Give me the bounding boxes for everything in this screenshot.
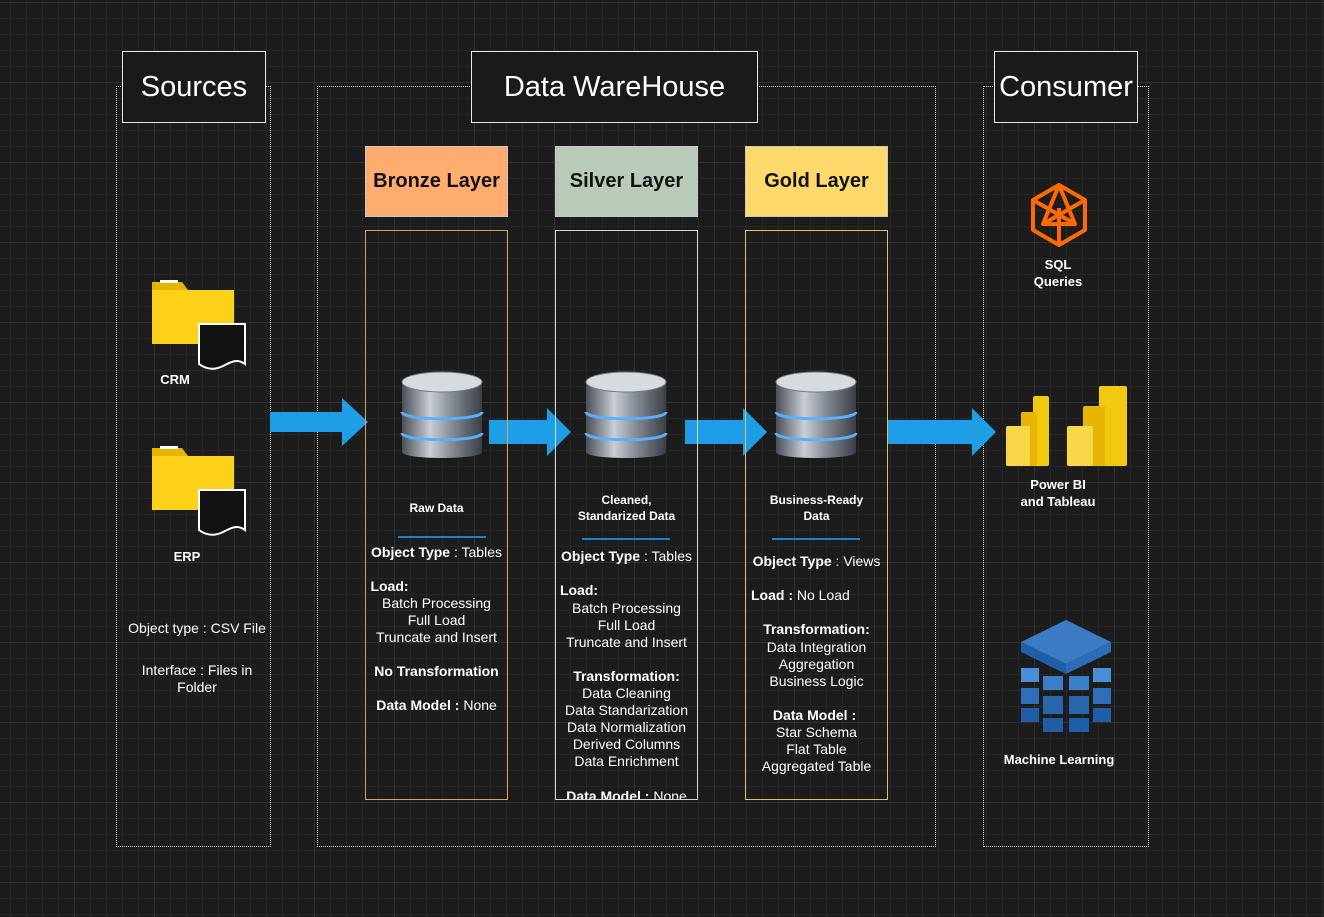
bronze-load-item: Batch Processing	[382, 595, 491, 611]
silver-load-item: Batch Processing	[572, 600, 681, 616]
silver-load-item: Truncate and Insert	[566, 634, 687, 650]
bronze-object-type: Object Type : Tables	[371, 544, 502, 560]
bronze-load-item: Full Load	[407, 612, 466, 628]
bi-label-line2: and Tableau	[1020, 494, 1096, 509]
sql-label-line1: SQL	[1044, 257, 1072, 272]
silver-separator	[582, 538, 670, 540]
gold-transformation-item: Business Logic	[769, 673, 864, 689]
bi-label-line1: Power BI	[1030, 477, 1086, 492]
power-bi-icon	[1006, 386, 1127, 466]
silver-database-icon	[584, 371, 668, 458]
bronze-transformation: No Transformation	[374, 663, 499, 679]
bronze-layer-header: Bronze Layer	[365, 146, 508, 217]
erp-label: ERP	[173, 549, 201, 564]
gold-layer-header: Gold Layer	[745, 146, 888, 217]
arrow-silver-to-gold-icon	[685, 408, 767, 456]
gold-load: Load : No Load	[751, 587, 850, 603]
gold-data-model-item: Aggregated Table	[761, 758, 872, 774]
source-interface-line2: Folder	[177, 679, 217, 695]
arrow-bronze-to-silver-icon	[489, 408, 571, 456]
sql-logo-icon	[1031, 183, 1087, 247]
gold-transformation-item: Data Integration	[766, 639, 867, 655]
erp-folder-icon	[152, 446, 246, 536]
bronze-database-icon	[400, 371, 484, 458]
silver-transformation-item: Data Enrichment	[574, 753, 679, 769]
gold-data-model-item: Flat Table	[786, 741, 847, 757]
silver-load-item: Full Load	[597, 617, 656, 633]
source-object-type: Object type : CSV File	[128, 620, 266, 636]
consumer-title: Consumer	[994, 51, 1138, 123]
silver-layer-header: Silver Layer	[555, 146, 698, 217]
gold-database-icon	[774, 371, 858, 458]
bronze-layer-panel	[365, 230, 508, 800]
silver-object-type: Object Type : Tables	[561, 548, 692, 564]
crm-label: CRM	[160, 372, 190, 387]
silver-data-label-line1: Cleaned,	[601, 493, 652, 507]
silver-transformation-item: Derived Columns	[572, 736, 681, 752]
gold-data-label-line1: Business-Ready	[769, 493, 864, 507]
silver-transformation-item: Data Normalization	[566, 719, 687, 735]
warehouse-title: Data WareHouse	[471, 51, 758, 123]
machine-learning-icon	[1021, 620, 1111, 732]
arrow-gold-to-consumer-icon	[888, 408, 996, 456]
silver-transformation-item: Data Standarization	[565, 702, 688, 718]
gold-separator	[772, 538, 860, 540]
gold-transformation-key: Transformation:	[763, 621, 870, 637]
silver-data-model: Data Model : None	[566, 788, 687, 799]
gold-data-model-item: Star Schema	[776, 724, 857, 740]
ml-label: Machine Learning	[1003, 752, 1115, 767]
gold-data-label-line2: Data	[803, 509, 830, 523]
source-interface-line1: Interface : Files in	[141, 662, 253, 678]
bronze-data-model: Data Model : None	[376, 697, 497, 713]
bronze-data-label: Raw Data	[409, 501, 464, 515]
bronze-load-key: Load:	[370, 578, 409, 594]
gold-data-model-key: Data Model :	[772, 707, 857, 723]
sources-title: Sources	[122, 51, 266, 123]
bronze-separator	[398, 536, 486, 538]
sql-label-line2: Queries	[1033, 274, 1083, 289]
silver-layer-panel	[555, 230, 698, 800]
gold-layer-panel	[745, 230, 888, 800]
gold-transformation-item: Aggregation	[778, 656, 855, 672]
gold-object-type: Object Type : Views	[752, 553, 881, 569]
silver-load-key: Load:	[559, 582, 599, 598]
arrow-sources-to-bronze-icon	[270, 398, 368, 446]
silver-transformation-key: Transformation:	[573, 668, 680, 684]
silver-transformation-item: Data Cleaning	[582, 685, 671, 701]
silver-data-label-line2: Standarized Data	[577, 509, 676, 523]
bronze-load-item: Truncate and Insert	[376, 629, 497, 645]
silver-data-model-clip: Data Model : None	[555, 786, 698, 799]
crm-folder-icon	[152, 280, 246, 370]
